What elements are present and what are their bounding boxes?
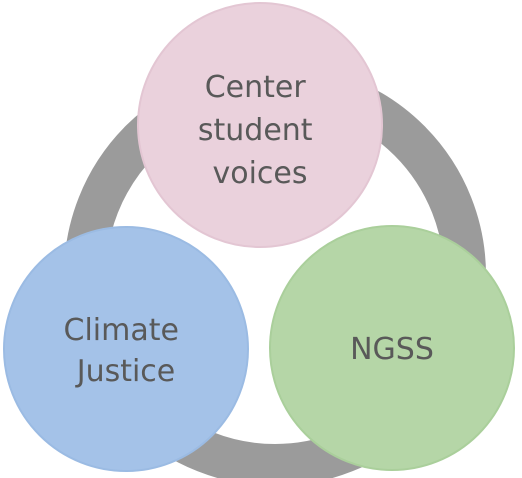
node-circle-ngss [269, 225, 515, 471]
node-label-line: Justice [75, 354, 176, 389]
node-label-ngss: NGSS [350, 332, 434, 367]
node-circle-center-student-voices [137, 2, 383, 248]
node-climate-justice: Climate Justice [3, 226, 249, 472]
node-circle-climate-justice [3, 226, 249, 472]
node-label-line: student [198, 113, 313, 148]
node-label-center-student-voices: Center student voices [198, 70, 322, 191]
node-label-climate-justice: Climate Justice [64, 313, 189, 389]
node-label-line: Center [205, 70, 307, 105]
node-label-line: NGSS [350, 332, 434, 367]
node-label-line: voices [212, 156, 307, 191]
node-label-line: Climate [64, 313, 179, 348]
node-center-student-voices: Center student voices [137, 2, 383, 248]
node-ngss: NGSS [269, 225, 515, 471]
